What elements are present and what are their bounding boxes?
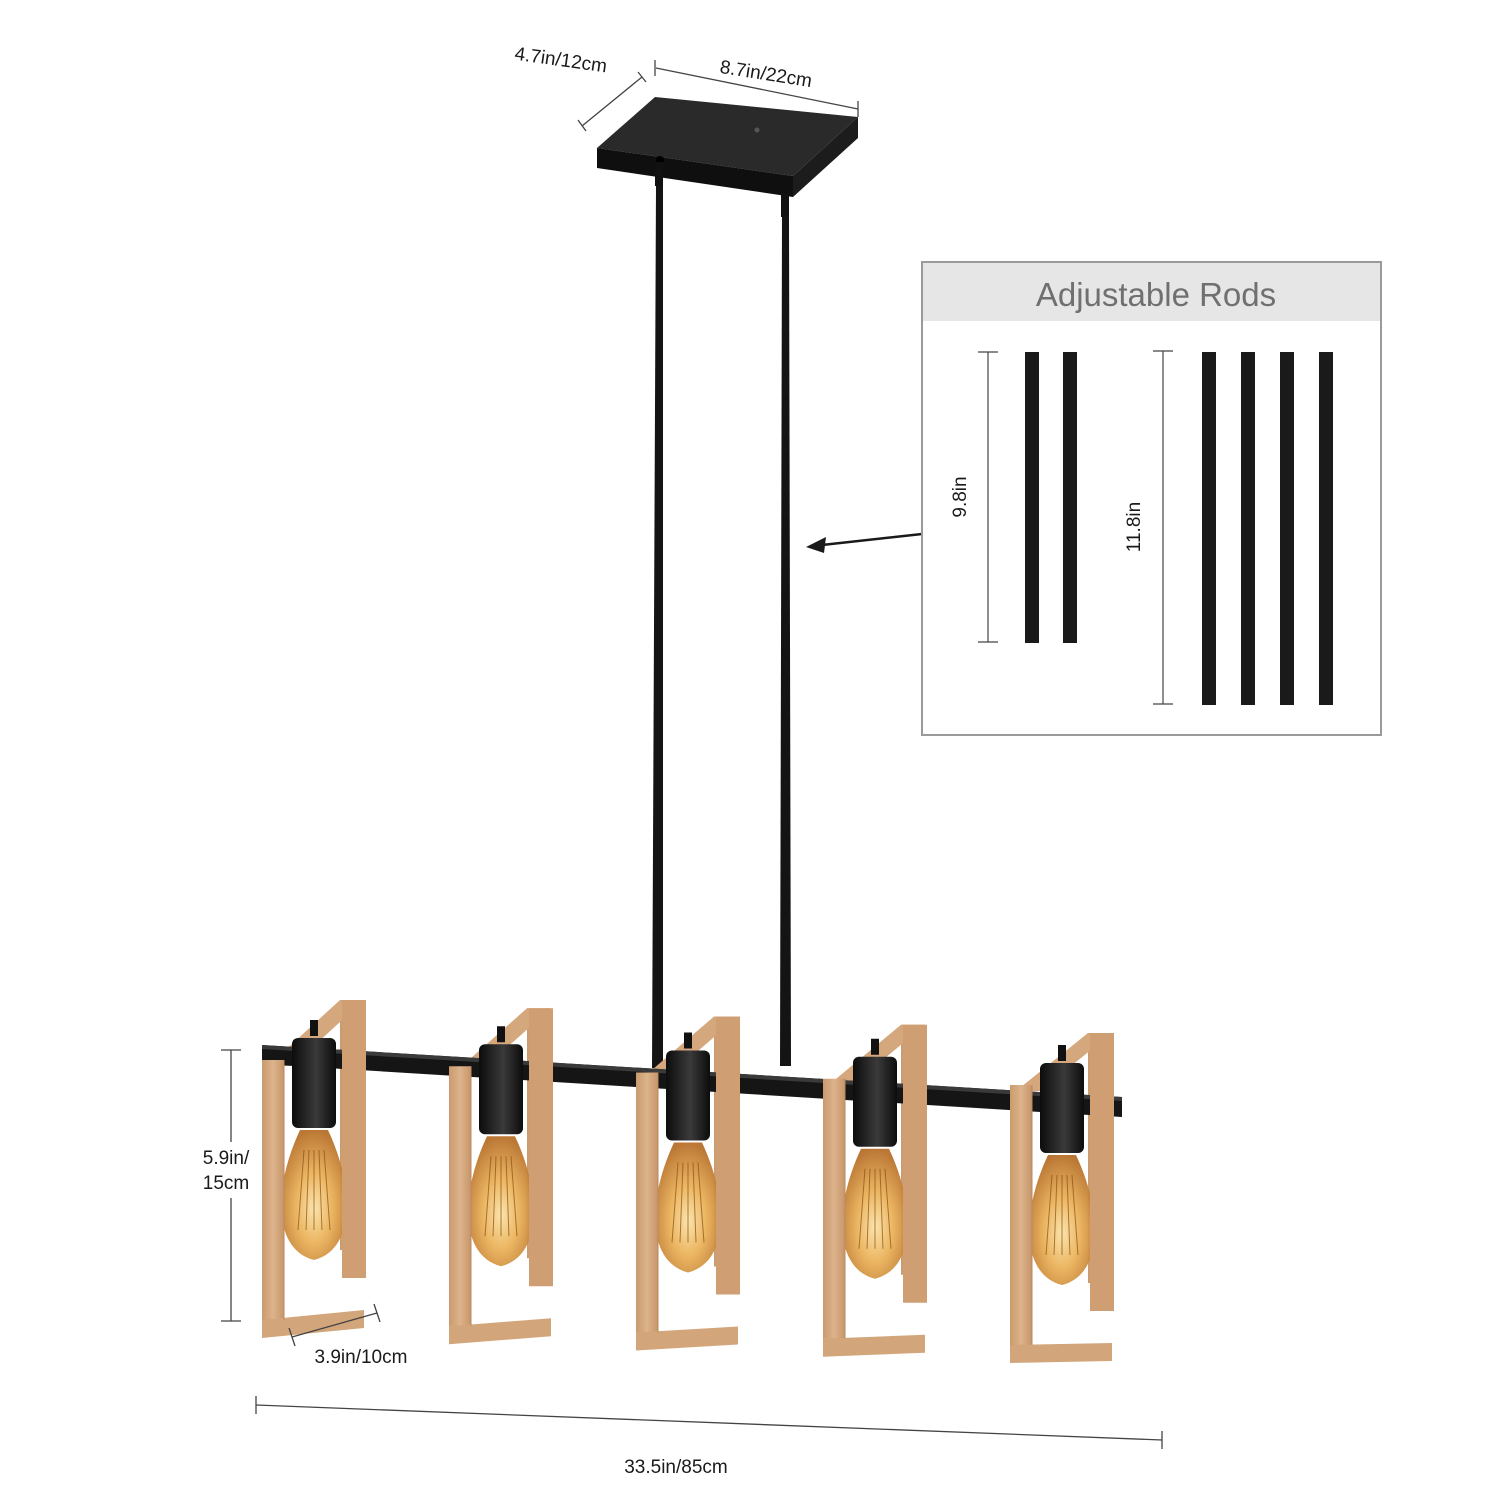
canopy-depth-label: 4.7in/12cm [513, 44, 608, 78]
pendant-light [636, 1016, 740, 1351]
canopy-width-label: 8.7in/22cm [718, 57, 813, 92]
socket-stem [684, 1032, 692, 1049]
pendant-light [1010, 1033, 1114, 1363]
adjustable-rods-panel: Adjustable Rods [921, 261, 1382, 736]
long-rod [1202, 352, 1216, 705]
socket-stem [497, 1026, 505, 1043]
socket-stem [1058, 1045, 1066, 1061]
hanging-rods [652, 162, 791, 1068]
rods-callout-arrow [806, 532, 923, 553]
shade-depth-dimension [288, 1303, 381, 1347]
short-rod-set [1025, 352, 1077, 643]
bulb-socket [666, 1050, 710, 1141]
short-rod-length-label: 9.8in [950, 476, 971, 517]
wood-frame-front [823, 1024, 927, 1357]
short-rod [1025, 352, 1039, 643]
overall-length-label: 33.5in/85cm [624, 1457, 728, 1478]
canopy-dimension-lines [577, 60, 859, 132]
shade-height-label-line1: 5.9in/ [203, 1148, 250, 1169]
wood-frame-front [449, 1008, 553, 1345]
pendant-light [449, 1008, 553, 1345]
short-rod-dimension [978, 351, 998, 643]
ceiling-canopy [597, 97, 858, 197]
adjustable-rods-title: Adjustable Rods [1036, 276, 1276, 313]
fixture-lights [262, 1000, 1114, 1363]
long-rod-set [1202, 352, 1333, 705]
socket-stem [871, 1038, 879, 1055]
bulb-socket [1040, 1063, 1084, 1153]
wood-frame-front [1010, 1033, 1114, 1363]
shade-depth-label: 3.9in/10cm [315, 1347, 408, 1368]
bulb-socket [292, 1038, 336, 1128]
long-rod [1241, 352, 1255, 705]
bulb-socket [479, 1044, 523, 1135]
pendant-light [262, 1000, 366, 1338]
shade-height-dimension [221, 1049, 241, 1322]
short-rod [1063, 352, 1077, 643]
overall-length-dimension [255, 1396, 1163, 1449]
long-rod-dimension [1153, 350, 1173, 705]
long-rod-length-label: 11.8in [1124, 502, 1145, 552]
wood-frame-front [636, 1016, 740, 1351]
long-rod [1319, 352, 1333, 705]
socket-stem [310, 1020, 318, 1036]
long-rod [1280, 352, 1294, 705]
wood-frame-front [262, 1000, 366, 1338]
shade-height-label-line2: 15cm [203, 1173, 249, 1194]
pendant-light [823, 1024, 927, 1357]
bulb-socket [853, 1056, 897, 1147]
